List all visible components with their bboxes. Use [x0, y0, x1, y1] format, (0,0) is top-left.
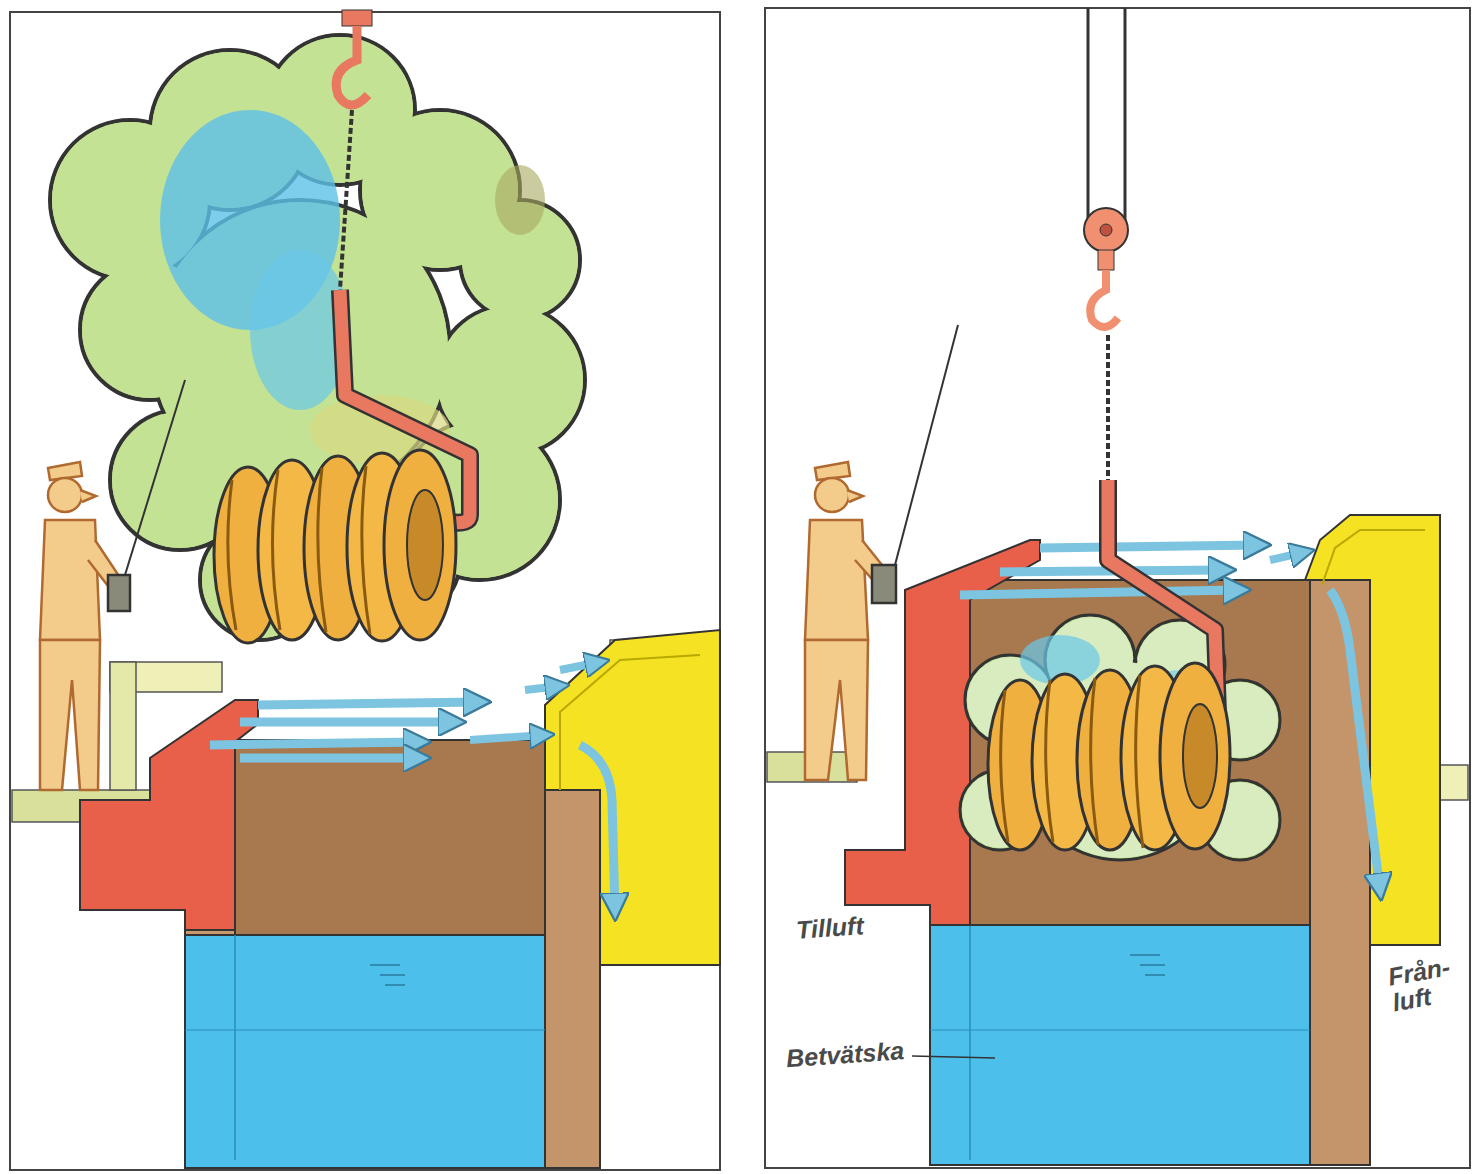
- wire-coils: [988, 663, 1230, 850]
- panel-frame: [10, 12, 720, 1170]
- pickling-tank: [185, 740, 600, 1168]
- worker: [805, 325, 958, 780]
- air-jets: [210, 702, 545, 758]
- right-panel: [765, 8, 1470, 1168]
- exhaust-duct: [1270, 515, 1440, 945]
- wire-coils: [214, 450, 456, 643]
- fume-cloud: [50, 35, 585, 640]
- worker: [40, 380, 185, 790]
- pickling-tank: [930, 580, 1370, 1165]
- panel-frame: [765, 8, 1470, 1168]
- exhaust-duct: [525, 630, 720, 965]
- supply-duct: [80, 700, 258, 930]
- leader-line: [912, 1056, 995, 1058]
- fume-cloud: [960, 615, 1280, 860]
- left-panel: [10, 10, 720, 1170]
- crane-hook: [336, 10, 470, 523]
